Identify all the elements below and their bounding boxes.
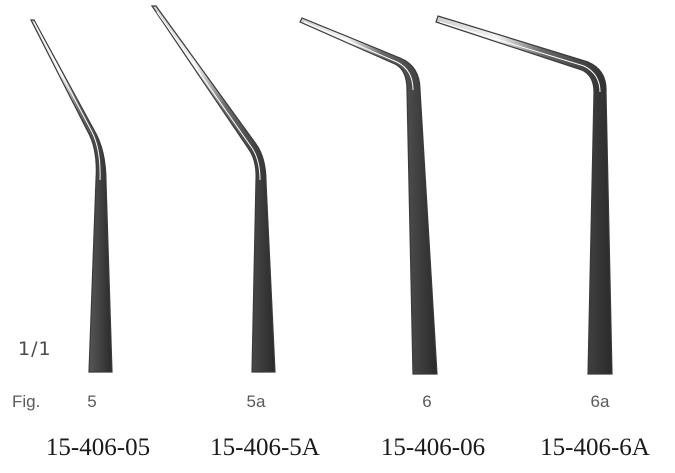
- fig-prefix-label: Fig.: [12, 392, 41, 411]
- probe-5a: [150, 5, 276, 373]
- fig-number-6: 6: [422, 392, 432, 411]
- scale-label: 1/1: [18, 338, 52, 360]
- probe-6a: [435, 15, 613, 375]
- fig-number-5a: 5a: [246, 392, 266, 411]
- catalog-number-6a: 15-406-6A: [540, 434, 650, 461]
- catalog-number-5: 15-406-05: [45, 434, 151, 461]
- catalog-number-6: 15-406-06: [380, 434, 486, 461]
- probe-6: [299, 17, 438, 375]
- probe-5: [30, 19, 113, 373]
- fig-number-5: 5: [87, 392, 97, 411]
- fig-number-6a: 6a: [590, 392, 610, 411]
- catalog-number-5a: 15-406-5A: [210, 434, 320, 461]
